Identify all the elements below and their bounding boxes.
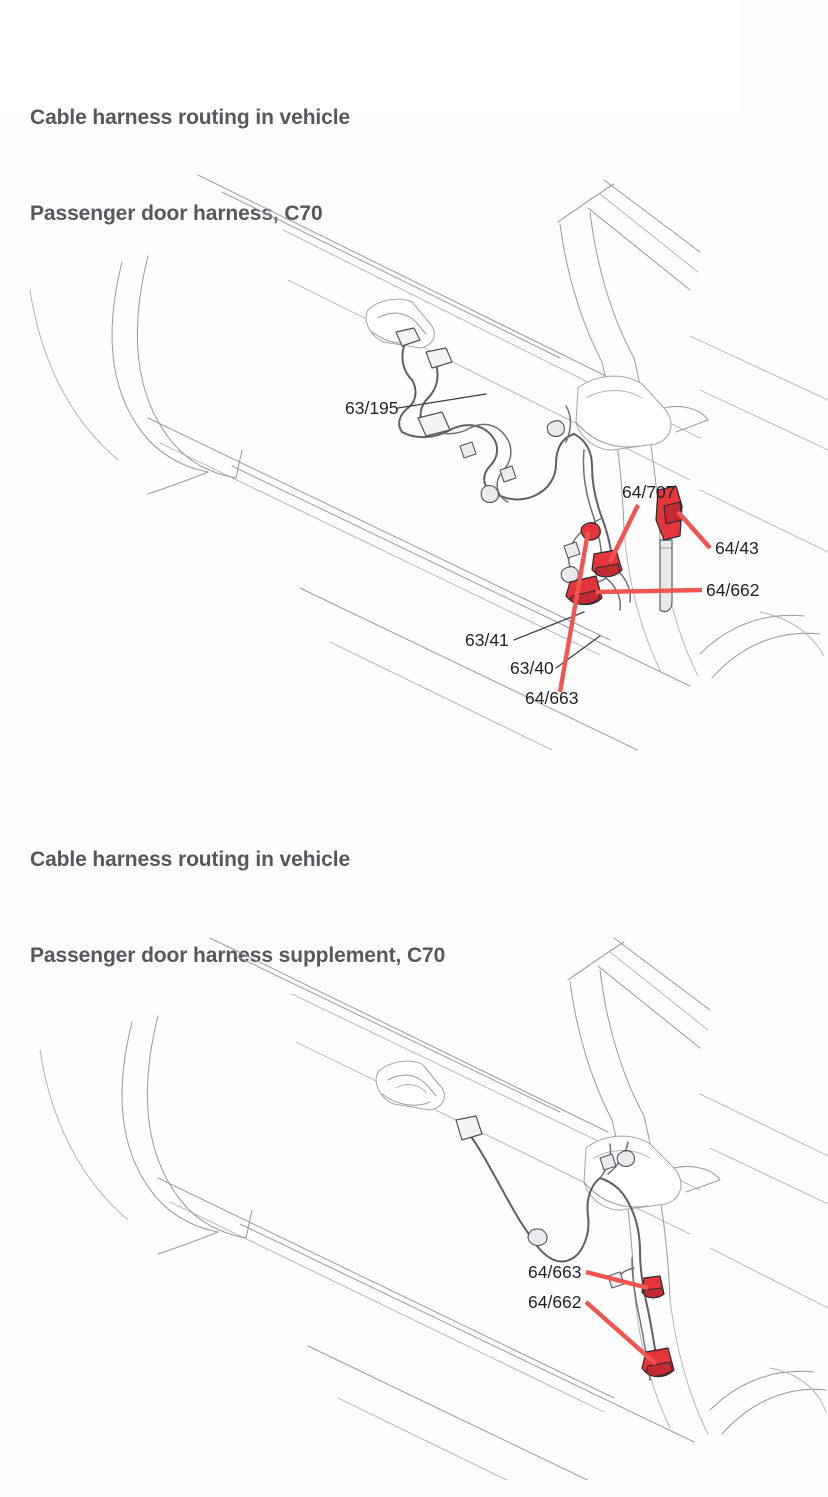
callout-label-64-662: 64/662 — [706, 580, 760, 600]
figure-2-title: Cable harness routing in vehicle Passeng… — [30, 780, 445, 1035]
leader-64-663-2 — [585, 1269, 649, 1291]
figure-2-diagram: 64/663 64/662 — [0, 890, 828, 1480]
leader-64-662 — [595, 587, 703, 595]
figure-1-diagram: 63/195 63/41 63/40 64/663 64/707 64/43 6… — [0, 150, 828, 750]
side-mirror-2 — [583, 1135, 721, 1211]
callout-label-63-40: 63/40 — [510, 658, 554, 678]
callout-label-63-41: 63/41 — [465, 630, 509, 650]
callout-label-63-195: 63/195 — [345, 398, 399, 418]
scan-background-corner — [740, 0, 828, 112]
figure-2-title-line-1: Cable harness routing in vehicle — [30, 847, 351, 871]
callout-label-64-663-2: 64/663 — [528, 1262, 582, 1282]
leader-64-43 — [676, 510, 712, 550]
callout-label-64-663: 64/663 — [525, 688, 579, 708]
figure-2-title-line-2: Passenger door harness supplement, C70 — [30, 943, 446, 967]
callout-label-64-707: 64/707 — [622, 482, 676, 502]
leader-64-663 — [557, 531, 591, 693]
figure-1-title-line-2: Passenger door harness, C70 — [30, 201, 323, 225]
vehicle-body-outline-2 — [39, 937, 828, 1480]
door-lock-striker — [659, 539, 673, 613]
side-mirror — [575, 375, 709, 451]
leader-lines — [397, 393, 712, 693]
leader-63-195 — [397, 393, 487, 409]
callout-labels-2: 64/663 64/662 — [528, 1262, 582, 1312]
callout-label-64-662-2: 64/662 — [528, 1292, 582, 1312]
component-64-663 — [580, 522, 601, 541]
vehicle-body-outline — [29, 174, 828, 750]
leader-64-707 — [608, 504, 640, 563]
highlighted-components-2 — [641, 1275, 675, 1378]
callout-label-64-43: 64/43 — [715, 538, 759, 558]
leader-lines-2 — [584, 1269, 658, 1366]
leader-64-662-2 — [584, 1300, 658, 1366]
scan-background-top — [0, 0, 828, 112]
door-wiring-harness-2 — [471, 1137, 659, 1381]
harness-connectors-2 — [455, 1115, 635, 1289]
figure-1-title: Cable harness routing in vehicle Passeng… — [30, 38, 350, 293]
figure-1-title-line-1: Cable harness routing in vehicle — [30, 105, 351, 129]
callout-labels: 63/195 63/41 63/40 64/663 64/707 64/43 6… — [345, 398, 760, 708]
door-handle-2 — [375, 1060, 445, 1111]
harness-connectors — [395, 327, 581, 584]
